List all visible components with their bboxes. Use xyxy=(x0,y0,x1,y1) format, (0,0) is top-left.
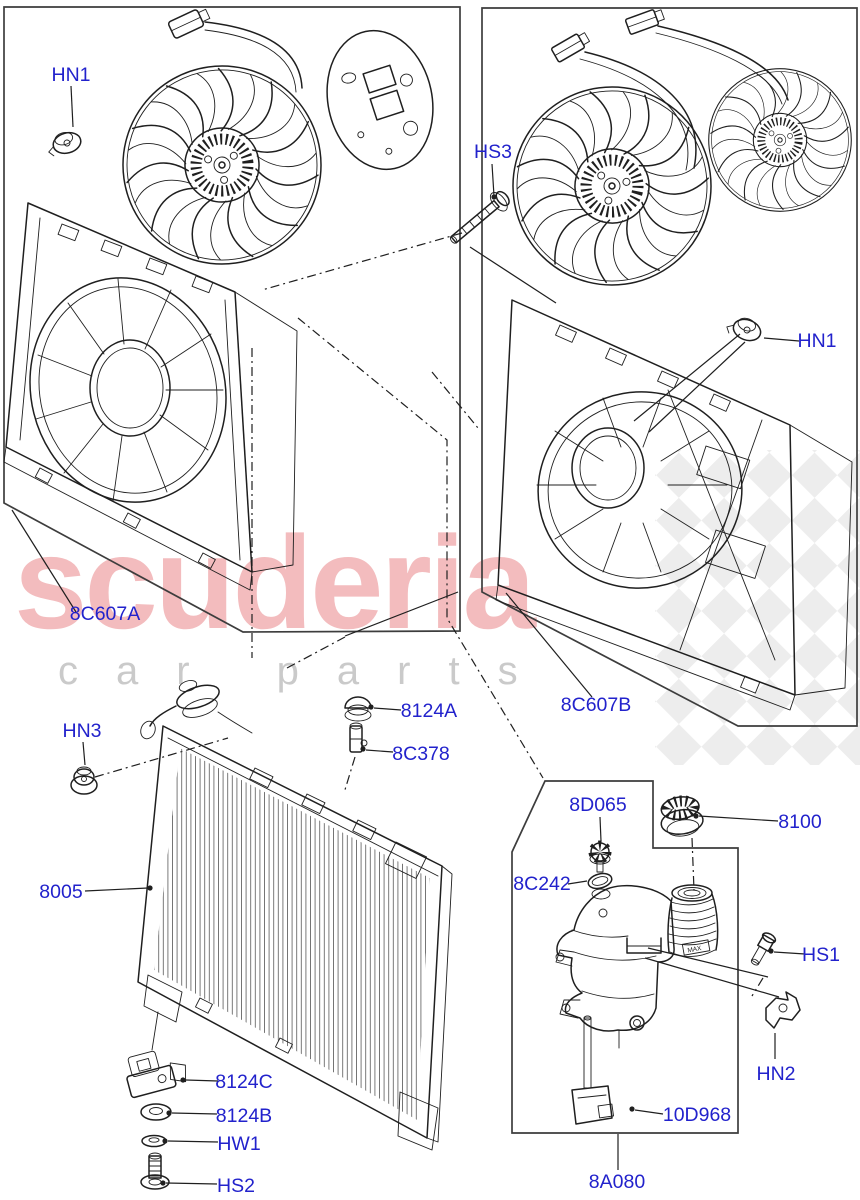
nut-HN3 xyxy=(70,766,98,795)
part-label-hn2: HN2 xyxy=(756,1063,795,1085)
callout-labels: HN1HS3HN18C607A8C607BHN38124A8C37880058D… xyxy=(39,64,840,1197)
fan-wire-connector xyxy=(624,9,789,105)
expansion-tank: MAX xyxy=(555,795,801,1125)
watermark-brand-text: scuderia xyxy=(14,509,538,656)
checkered-flag xyxy=(655,450,860,765)
part-label-8005: 8005 xyxy=(39,881,83,903)
shroud-spokes xyxy=(35,278,224,502)
radiator-feet xyxy=(143,974,439,1151)
fan-wire-connector xyxy=(550,32,697,171)
washer-HW1 xyxy=(141,1134,167,1148)
right-fan-shroud xyxy=(495,299,853,711)
tank-box xyxy=(511,780,739,1134)
radiator-top-clips xyxy=(249,767,428,879)
part-label-8124c: 8124C xyxy=(215,1071,272,1093)
part-label-8100: 8100 xyxy=(778,811,822,833)
panel-boxes xyxy=(3,6,858,1134)
part-label-hw1: HW1 xyxy=(217,1133,260,1155)
part-label-8c607b: 8C607B xyxy=(561,694,631,716)
part-label-hn3: HN3 xyxy=(62,720,101,742)
left-fan-shroud xyxy=(3,202,298,591)
part-label-8124b: 8124B xyxy=(216,1105,272,1127)
part-label-hs3: HS3 xyxy=(474,141,512,163)
right-cooling-fan-small xyxy=(624,9,860,221)
plug-8124A xyxy=(344,696,372,722)
bracket-8124C xyxy=(126,1050,187,1099)
right-box xyxy=(481,7,858,727)
motor-mount-plate xyxy=(326,29,434,171)
shroud-spokes xyxy=(536,397,728,573)
part-label-8124a: 8124A xyxy=(401,700,457,722)
bolt-HS3 xyxy=(449,190,510,244)
watermark-subtext: car parts xyxy=(58,649,556,693)
part-label-8c242: 8C242 xyxy=(513,873,570,895)
shroud-mount-tabs xyxy=(34,223,216,569)
part-label-8a080: 8A080 xyxy=(589,1171,646,1193)
fan-wire-connector xyxy=(167,8,303,93)
left-cooling-fan xyxy=(110,8,334,277)
part-label-8c607a: 8C607A xyxy=(70,603,140,625)
nut-HN1-right xyxy=(724,312,765,345)
filler-neck xyxy=(140,680,253,740)
tank-neck: MAX xyxy=(667,884,719,957)
level-sensor-10D968 xyxy=(571,1015,620,1125)
part-label-hn1: HN1 xyxy=(51,64,90,86)
watermark: scuderia car parts xyxy=(14,450,860,765)
right-cooling-fan-large xyxy=(492,32,732,306)
construction-lines xyxy=(94,232,780,998)
sensor-HS1 xyxy=(750,932,777,966)
clip-HN2 xyxy=(765,991,801,1029)
left-box xyxy=(3,6,461,633)
tank-max-marking: MAX xyxy=(687,945,703,954)
pin-8C378 xyxy=(349,722,368,753)
part-label-hs1: HS1 xyxy=(802,944,840,966)
bleed-valve xyxy=(588,840,612,873)
part-label-8d065: 8D065 xyxy=(569,794,627,816)
radiator xyxy=(137,680,453,1151)
bolt-HS2 xyxy=(140,1152,170,1190)
washer-8124B xyxy=(140,1103,172,1121)
part-label-hn1: HN1 xyxy=(797,330,836,352)
shroud-mount-tabs xyxy=(555,324,776,694)
coolant-cap xyxy=(660,795,704,837)
nut-HN1-left xyxy=(44,128,84,159)
part-label-10d968: 10D968 xyxy=(663,1104,731,1126)
part-label-8c378: 8C378 xyxy=(392,743,449,765)
part-label-hs2: HS2 xyxy=(217,1175,255,1197)
o-ring xyxy=(587,872,613,890)
leader-lines xyxy=(11,85,806,1186)
